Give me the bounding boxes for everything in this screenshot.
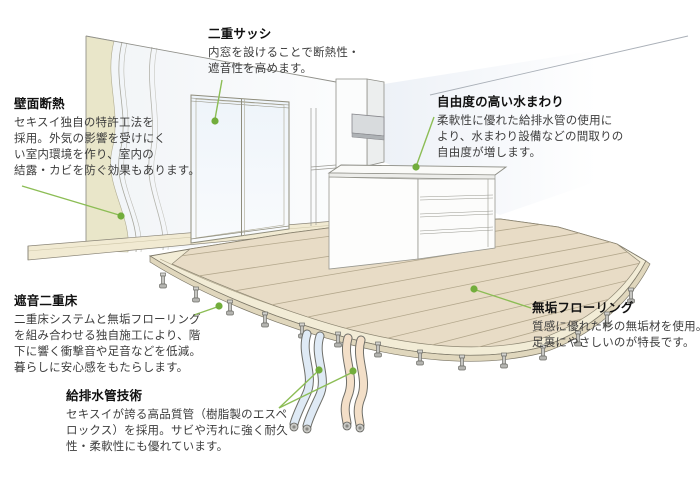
leader-pipes-2 [278, 372, 352, 409]
leader-flooring [475, 289, 532, 309]
annotation-line: セキスイが誇る高品質管（樹脂製のエスペ [66, 407, 288, 421]
annotation-line: 足裏にやさしいのが特長です。 [532, 335, 695, 349]
hot-water-pipe-orange [340, 333, 369, 433]
annotation-title: 給排水管技術 [66, 388, 143, 403]
annotation-line: い室内環境を作り、室内の [14, 147, 154, 161]
insulation-layer [85, 35, 129, 253]
annotation-line: を組み合わせる独自施工により、階 [14, 328, 201, 342]
annotation-line: 自由度が増します。 [437, 145, 542, 159]
annotation-line: セキスイ独自の特許工法を [14, 115, 155, 129]
annotation-title: 遮音二重床 [14, 293, 78, 308]
wood-flooring [171, 218, 641, 348]
leader-double-sash [214, 79, 223, 120]
annotation-title: 自由度の高い水まわり [437, 94, 565, 109]
annotation-line: 下に響く衝撃音や足音などを低減。 [14, 344, 202, 358]
dot-double-floor [215, 302, 223, 310]
leader-water-area [416, 116, 435, 165]
dot-double-sash [211, 117, 219, 125]
dot-pipes-orange [349, 367, 357, 375]
annotation-line: 遮音性を高めます。 [208, 61, 313, 75]
annotation-title: 壁面断熱 [14, 96, 65, 111]
double-sash-window [190, 94, 290, 244]
water-pipes [289, 329, 369, 434]
dot-pipes-blue [315, 366, 323, 374]
leader-dots [117, 117, 478, 375]
annotation-line: より、水まわり設備などの間取りの [437, 129, 624, 143]
annotation-solid-wood-flooring: 無垢フローリング 質感に優れた杉の無垢材を使用。 足裏にやさしいのが特長です。 [532, 300, 700, 350]
floor-support-posts [159, 272, 635, 371]
annotation-water-pipe-technology: 給排水管技術 セキスイが誇る高品質管（樹脂製のエスペ ロックス）を採用。サビや汚… [66, 388, 288, 454]
leader-wall-insulation [21, 185, 120, 216]
annotation-double-sash: 二重サッシ 内窓を設けることで断熱性・ 遮音性を高めます。 [208, 26, 360, 76]
annotation-flexible-water-area: 自由度の高い水まわり 柔軟性に優れた給排水管の使用に より、水まわり設備などの間… [437, 94, 624, 160]
annotation-line: 性・柔軟性にも優れています。 [66, 439, 229, 453]
tall-cabinet [335, 78, 385, 171]
annotation-line: ロックス）を採用。サビや汚れに強く耐久 [66, 423, 288, 437]
annotation-line: 結露・カビを防ぐ効果もあります。 [14, 163, 201, 177]
annotation-title: 無垢フローリング [532, 300, 634, 315]
annotation-line: 質感に優れた杉の無垢材を使用。 [532, 319, 700, 333]
dot-flooring [470, 285, 478, 293]
counter-shelves [417, 178, 496, 260]
annotation-line: 内窓を設けることで断熱性・ [208, 45, 360, 59]
annotation-title: 二重サッシ [208, 26, 272, 41]
leader-lines [21, 79, 532, 409]
dot-wall-insulation [117, 212, 125, 220]
annotation-line: 採用。外気の影響を受けにく [14, 131, 166, 145]
dot-water-area [412, 163, 420, 171]
annotation-wall-insulation: 壁面断熱 セキスイ独自の特許工法を 採用。外気の影響を受けにく い室内環境を作り… [14, 96, 200, 178]
counter-front [328, 176, 419, 270]
annotation-line: 二重床システムと無垢フローリング [14, 312, 201, 326]
wall-pilaster [310, 108, 337, 226]
annotation-line: 柔軟性に優れた給排水管の使用に [437, 113, 613, 127]
leader-pipes-1 [278, 371, 318, 409]
leader-double-floor [193, 306, 218, 316]
supply-pipe-blue [289, 329, 327, 434]
annotation-soundproof-double-floor: 遮音二重床 二重床システムと無垢フローリング を組み合わせる独自施工により、階 … [14, 293, 201, 375]
range-hood [351, 113, 385, 137]
annotation-line: 暮らしに安心感をもたらします。 [14, 360, 189, 374]
